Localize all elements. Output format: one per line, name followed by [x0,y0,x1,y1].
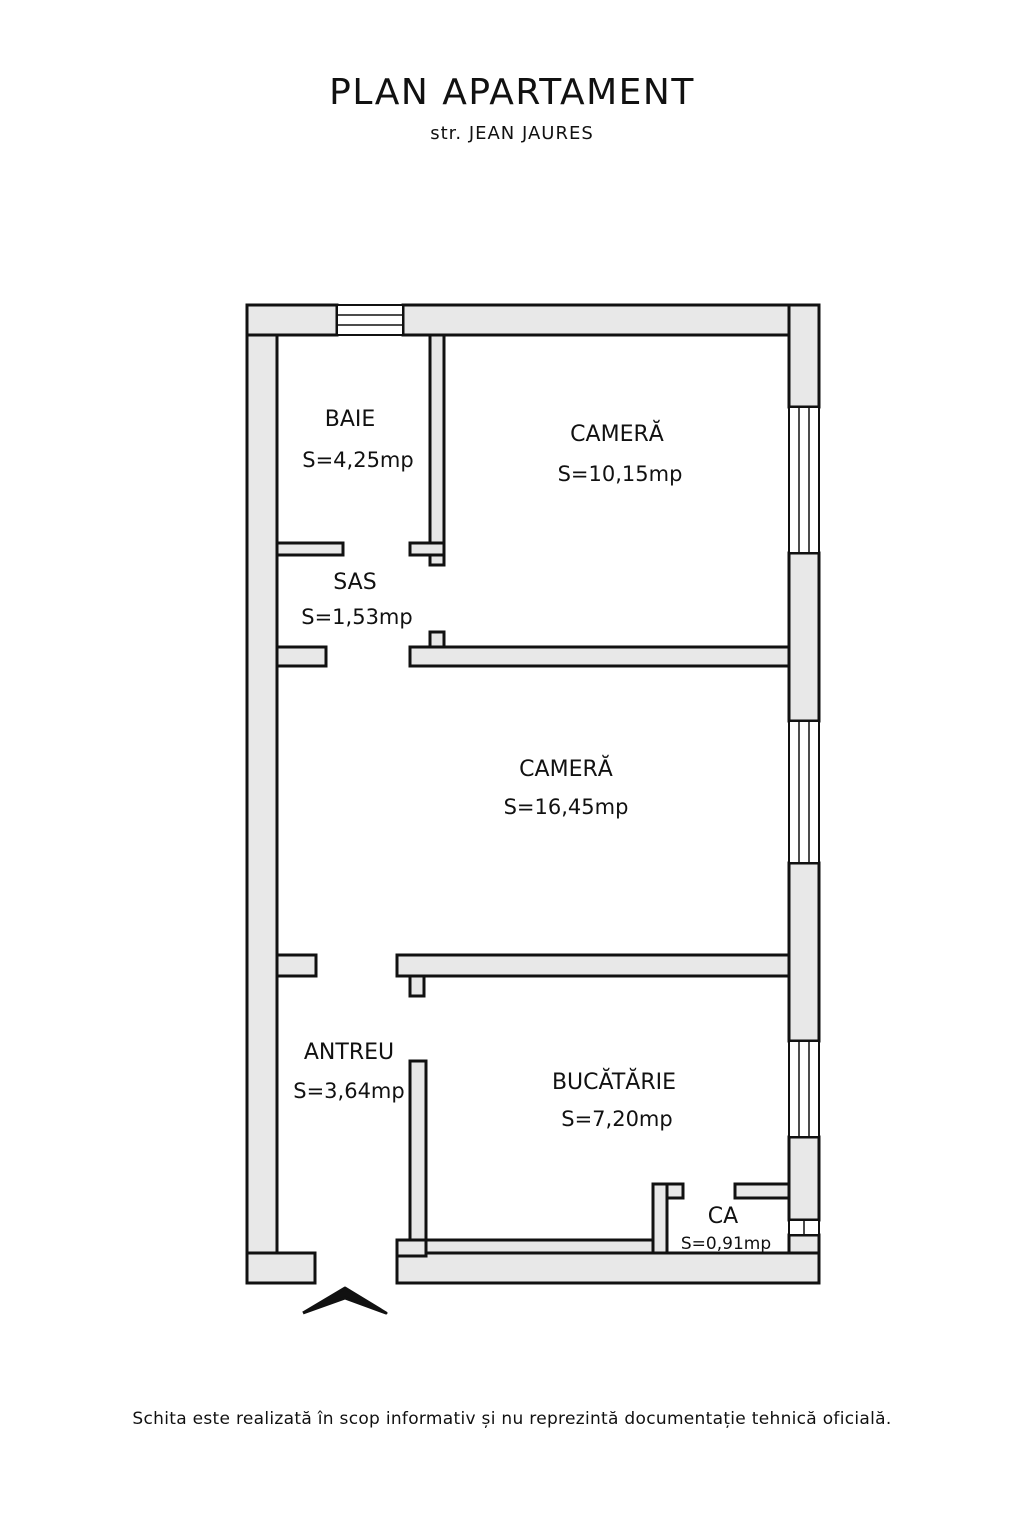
wall-bottom-left [245,1251,317,1285]
room-name-baie: BAIE [325,407,376,432]
plan-subtitle: str. JEAN JAURES [430,123,594,144]
wall-bucatarie-bottom-inner [424,1238,669,1255]
room-area-camera1: S=10,15mp [558,462,683,486]
interior-walls [275,333,791,1258]
wall-right-3 [787,861,821,1043]
wall-top-left [245,303,339,337]
wall-antreu-bucatarie [408,1059,428,1258]
room-area-camera2: S=16,45mp [504,795,629,819]
room-name-bucatarie: BUCĂTĂRIE [552,1068,676,1095]
wall-ca-left [651,1182,669,1255]
wall-camera2-bucatarie [395,953,791,978]
window-camera2 [788,720,820,864]
wall-ca-top-right [733,1182,791,1200]
wall-sas-left-stub [275,645,328,668]
room-name-ca: CA [708,1204,738,1229]
wall-sas-jamb [428,630,446,649]
room-area-ca: S=0,91mp [681,1234,771,1254]
wall-right-4 [787,1135,821,1222]
plan-title: PLAN APARTAMENT [329,72,695,113]
windows [336,304,820,1236]
room-area-baie: S=4,25mp [302,448,413,472]
wall-baie-door-stub-right [408,541,446,557]
room-name-camera1: CAMERĂ [570,420,664,447]
wall-left [245,303,279,1285]
window-camera1 [788,406,820,554]
room-name-camera2: CAMERĂ [519,755,613,782]
entrance-arrow-icon [302,1286,388,1315]
wall-bottom-right [395,1251,821,1285]
wall-bucatarie-jamb [408,974,426,998]
room-area-antreu: S=3,64mp [293,1079,404,1103]
wall-baie-camera [428,333,446,567]
wall-right-2 [787,551,821,723]
room-name-antreu: ANTREU [304,1040,394,1065]
room-name-sas: SAS [333,570,376,595]
wall-antreu-left-stub [275,953,318,978]
window-bucatarie [788,1040,820,1138]
wall-antreu-bottom-jamb [395,1238,428,1258]
room-area-bucatarie: S=7,20mp [561,1107,672,1131]
wall-baie-door-stub-left [275,541,345,557]
wall-top-right [401,303,821,337]
window-baie [336,304,404,336]
disclaimer: Schita este realizată în scop informativ… [132,1409,892,1429]
wall-right-1 [787,303,821,409]
wall-camera1-camera2 [408,645,791,668]
room-area-sas: S=1,53mp [301,605,412,629]
